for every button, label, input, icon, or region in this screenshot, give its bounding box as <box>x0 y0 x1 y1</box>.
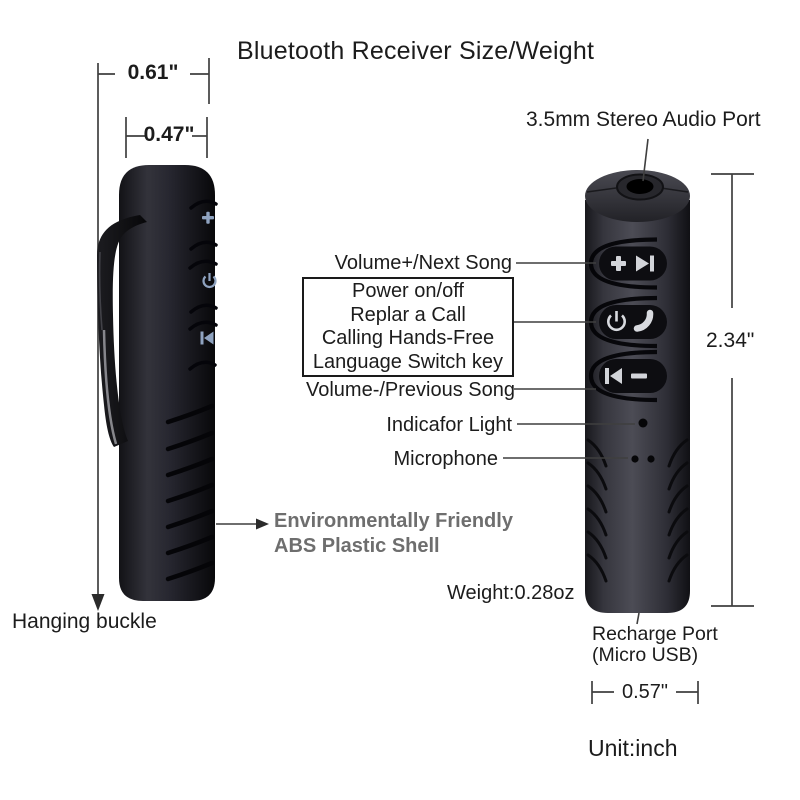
hanging-buckle-label: Hanging buckle <box>12 610 157 633</box>
right-grip-ridges <box>586 438 689 583</box>
microphone-label: Microphone <box>393 448 498 470</box>
dimension-height: 2.34" <box>706 329 755 352</box>
left-device-body <box>119 165 215 601</box>
annotation-lines <box>503 138 649 625</box>
multifunction-line-4: Language Switch key <box>312 350 504 373</box>
diagram-title: Bluetooth Receiver Size/Weight <box>237 37 595 65</box>
recharge-leader <box>636 612 640 625</box>
multifunction-line-3: Calling Hands-Free <box>321 327 495 349</box>
audio-jack-hole <box>626 179 654 194</box>
plus-icon <box>611 256 626 271</box>
dimension-body-width: 0.47" <box>143 123 195 146</box>
volume-up-label: Volume+/Next Song <box>334 252 512 274</box>
microphone-dot-2 <box>647 455 655 463</box>
audio-port-label: 3.5mm Stereo Audio Port <box>526 108 761 131</box>
left-device-side-view <box>97 165 218 601</box>
front-buttons <box>588 237 667 403</box>
shell-material-line1: Environmentally Friendly <box>274 510 513 532</box>
recharge-port-line1: Recharge Port <box>592 623 718 645</box>
minus-icon <box>631 373 647 379</box>
previous-track-icon <box>200 331 214 345</box>
dimension-body-width-bracket <box>125 117 208 158</box>
right-device-front-view <box>585 170 690 613</box>
multifunction-line-2: Replar a Call <box>350 303 466 326</box>
left-grip-ridges <box>165 403 215 582</box>
indicator-light-label: Indicafor Light <box>386 414 512 436</box>
microphone-dot-1 <box>631 455 639 463</box>
previous-track-icon <box>605 368 622 384</box>
dimension-height-bracket <box>711 173 754 607</box>
power-icon <box>607 311 626 331</box>
shell-material-line2: ABS Plastic Shell <box>274 535 440 557</box>
multifunction-key-box: Power on/off Replar a Call Calling Hands… <box>302 277 514 377</box>
shell-material-label: Environmentally Friendly ABS Plastic She… <box>274 509 513 559</box>
dimension-bottom-width: 0.57" <box>621 681 669 703</box>
multifunction-line-1: Power on/off <box>352 280 464 302</box>
side-button-grooves <box>188 199 218 371</box>
weight-label: Weight:0.28oz <box>447 582 575 604</box>
dimension-bottom-width-bracket <box>591 681 699 704</box>
recharge-port-line2: (Micro USB) <box>592 644 699 666</box>
unit-note: Unit:inch <box>588 735 678 761</box>
shell-label-arrow <box>216 518 269 530</box>
audio-port-leader <box>642 138 649 182</box>
volume-down-label: Volume-/Previous Song <box>306 379 516 401</box>
call-icon <box>633 309 654 332</box>
dimension-outer-width-bracket <box>98 58 210 104</box>
power-icon <box>202 273 217 288</box>
clip-highlight <box>102 329 118 445</box>
next-track-icon <box>636 255 654 272</box>
dimension-outer-width: 0.61" <box>127 61 179 84</box>
indicator-light-dot <box>638 418 648 428</box>
plus-icon <box>202 211 214 224</box>
recharge-port-label: Recharge Port (Micro USB) <box>592 624 718 666</box>
hanging-buckle-pointer <box>91 63 105 611</box>
side-icons <box>200 211 217 345</box>
clip-highlight-upper <box>98 251 103 331</box>
clip-shape <box>97 215 147 447</box>
